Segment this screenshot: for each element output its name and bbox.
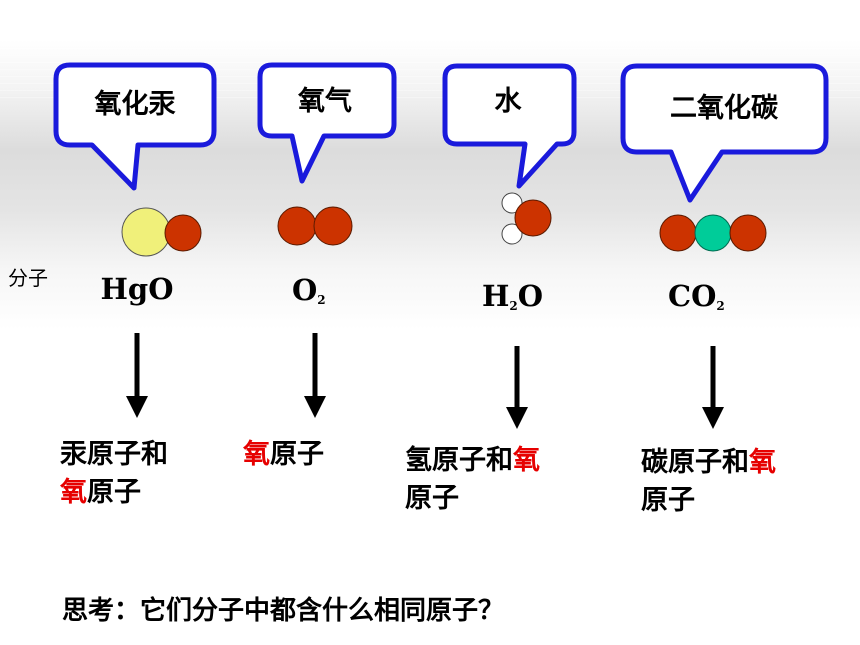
side-label-molecule: 分子 bbox=[8, 266, 48, 290]
atoms-segment-highlight: 氧 bbox=[60, 477, 87, 508]
arrow-co2 bbox=[702, 346, 724, 429]
formula-h2o: H2O bbox=[482, 279, 543, 313]
atoms-line: 汞原子和 bbox=[60, 436, 168, 474]
oxygen-atom bbox=[659, 214, 697, 252]
atoms-segment: 原子 bbox=[405, 483, 459, 514]
bubble-hgo: 氧化汞 bbox=[53, 62, 217, 191]
bubble-label-hgo: 氧化汞 bbox=[94, 89, 177, 120]
atoms-segment: 汞原子和 bbox=[60, 439, 168, 470]
formula-o2-sub: 2 bbox=[317, 293, 325, 307]
atoms-line: 原子 bbox=[641, 482, 776, 520]
arrow-h2o bbox=[506, 346, 528, 429]
atoms-line: 氢原子和氧 bbox=[405, 442, 540, 480]
formula-hgo: HgO bbox=[101, 272, 174, 306]
model-h2o bbox=[501, 192, 552, 245]
atoms-text-h2o: 氢原子和氧 原子 bbox=[405, 442, 540, 518]
mercury-atom bbox=[121, 207, 171, 257]
oxygen-atom bbox=[729, 214, 767, 252]
carbon-atom bbox=[694, 214, 732, 252]
bubble-o2: 氧气 bbox=[257, 62, 397, 184]
atoms-segment-highlight: 氧 bbox=[243, 439, 270, 470]
atoms-segment-highlight: 氧 bbox=[749, 447, 776, 478]
formula-h2o-h: H bbox=[482, 279, 509, 313]
formula-co2: CO2 bbox=[668, 279, 725, 313]
atoms-line: 氧原子 bbox=[243, 436, 324, 474]
hydrogen-atom bbox=[501, 223, 523, 245]
atoms-text-o2: 氧原子 bbox=[243, 436, 324, 474]
bubble-label-co2: 二氧化碳 bbox=[670, 93, 779, 124]
oxygen-atom bbox=[313, 206, 353, 246]
atoms-segment-highlight: 氧 bbox=[513, 445, 540, 476]
model-o2 bbox=[277, 206, 353, 246]
model-hgo bbox=[121, 207, 202, 257]
bubble-label-h2o: 水 bbox=[495, 86, 523, 117]
bubble-co2: 二氧化碳 bbox=[620, 63, 829, 203]
formula-h2o-sub: 2 bbox=[509, 299, 517, 313]
atoms-line: 氧原子 bbox=[60, 474, 168, 512]
formula-co2-main: CO bbox=[668, 279, 716, 313]
question-text: 思考：它们分子中都含什么相同原子？ bbox=[62, 596, 505, 626]
atoms-segment: 原子 bbox=[641, 485, 695, 516]
hydrogen-atom bbox=[501, 192, 523, 214]
atoms-text-co2: 碳原子和氧 原子 bbox=[641, 444, 776, 520]
model-co2 bbox=[659, 214, 767, 252]
oxygen-atom bbox=[164, 214, 202, 252]
formula-h2o-o: O bbox=[518, 279, 543, 313]
arrow-o2 bbox=[304, 333, 326, 418]
atoms-segment: 碳原子和 bbox=[641, 447, 749, 478]
atoms-segment: 氢原子和 bbox=[405, 445, 513, 476]
background-band bbox=[0, 0, 860, 330]
atoms-text-hgo: 汞原子和 氧原子 bbox=[60, 436, 168, 512]
bubble-h2o: 水 bbox=[442, 63, 577, 189]
formula-o2-main: O bbox=[292, 273, 317, 307]
atoms-line: 碳原子和氧 bbox=[641, 444, 776, 482]
formula-o2: O2 bbox=[292, 273, 326, 307]
atoms-segment: 原子 bbox=[87, 477, 141, 508]
arrow-hgo bbox=[126, 333, 148, 418]
oxygen-atom bbox=[514, 199, 552, 237]
bubble-label-o2: 氧气 bbox=[297, 86, 352, 117]
atoms-segment: 原子 bbox=[270, 439, 324, 470]
atoms-line: 原子 bbox=[405, 480, 540, 518]
oxygen-atom bbox=[277, 206, 317, 246]
formula-co2-sub: 2 bbox=[716, 299, 724, 313]
